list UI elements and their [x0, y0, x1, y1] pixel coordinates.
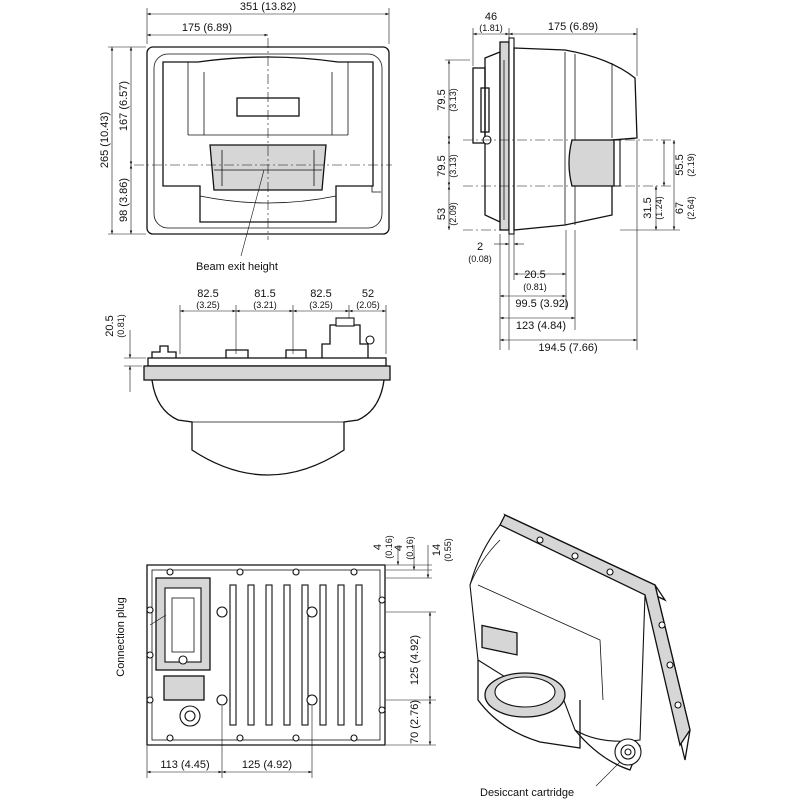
front-half-width: 175 (6.89) — [182, 22, 232, 34]
side-depth-main: 175 (6.89) — [548, 21, 598, 33]
top-spacing-3-in: (3.25) — [309, 300, 333, 310]
back-view: Connection plug 4 (0.16) 4 (0.16) 14 (0.… — [115, 535, 453, 778]
top-spacing-2: 81.5 — [254, 288, 275, 300]
side-r3: 67 — [674, 202, 686, 214]
connection-plug-label: Connection plug — [115, 597, 127, 677]
front-upper-height: 167 (6.57) — [118, 81, 130, 131]
edge-bolts — [146, 568, 386, 742]
top-spacing-1-in: (3.25) — [196, 300, 220, 310]
side-r2-in: (1.24) — [654, 196, 664, 220]
side-depth-front: 46 — [485, 11, 497, 23]
back-v2: 70 (2.76) — [409, 700, 421, 744]
back-t3-in: (0.55) — [443, 538, 453, 562]
side-d5: 194.5 (7.66) — [538, 342, 597, 354]
front-view: 351 (13.82) 175 (6.89) 265 (10.43) 167 (… — [99, 1, 392, 273]
side-h1-in: (3.13) — [448, 88, 458, 112]
side-d4: 123 (4.84) — [516, 320, 566, 332]
side-r2: 31.5 — [642, 197, 654, 218]
back-v1: 125 (4.92) — [409, 635, 421, 685]
front-width: 351 (13.82) — [240, 1, 296, 13]
top-spacing-1: 82.5 — [197, 288, 218, 300]
top-flange-in: (0.81) — [116, 314, 126, 338]
iso-view: Desiccant cartridge — [469, 513, 691, 799]
top-flange: 20.5 — [104, 315, 116, 336]
side-d1: 2 — [477, 241, 483, 253]
beam-exit-label: Beam exit height — [196, 261, 278, 273]
side-h3-in: (2.09) — [448, 202, 458, 226]
side-d3: 99.5 (3.92) — [515, 298, 568, 310]
back-t3: 14 — [431, 544, 443, 556]
ribs — [229, 584, 363, 726]
side-d2: 20.5 — [524, 269, 545, 281]
flange-bolts — [536, 536, 682, 709]
desiccant-cartridge-label: Desiccant cartridge — [480, 787, 574, 799]
back-b1: 113 (4.45) — [160, 759, 209, 771]
back-t2-in: (0.16) — [405, 536, 415, 560]
back-t1-in: (0.16) — [384, 535, 394, 559]
side-r1-in: (2.19) — [686, 153, 696, 177]
side-d2-in: (0.81) — [523, 282, 547, 292]
back-b2: 125 (4.92) — [242, 759, 292, 771]
side-d1-in: (0.08) — [468, 254, 492, 264]
back-t2: 4 — [393, 545, 405, 551]
top-spacing-4: 52 — [362, 288, 374, 300]
side-h3: 53 — [436, 208, 448, 220]
side-h2-in: (3.13) — [448, 154, 458, 178]
top-view: 82.5 (3.25) 81.5 (3.21) 82.5 (3.25) 52 (… — [104, 288, 391, 476]
back-t1: 4 — [372, 544, 384, 550]
side-h2: 79.5 — [436, 155, 448, 176]
top-spacing-2-in: (3.21) — [253, 300, 277, 310]
front-lower-height: 98 (3.86) — [118, 178, 130, 222]
side-h1: 79.5 — [436, 89, 448, 110]
side-r1: 55.5 — [674, 154, 686, 175]
front-height: 265 (10.43) — [99, 112, 111, 168]
side-r3-in: (2.64) — [686, 196, 696, 220]
top-spacing-4-in: (2.05) — [356, 300, 380, 310]
top-spacing-3: 82.5 — [310, 288, 331, 300]
side-depth-front-in: (1.81) — [479, 23, 503, 33]
side-view: 46 (1.81) 175 (6.89) 79.5 (3.13) 79.5 (3… — [436, 11, 696, 354]
